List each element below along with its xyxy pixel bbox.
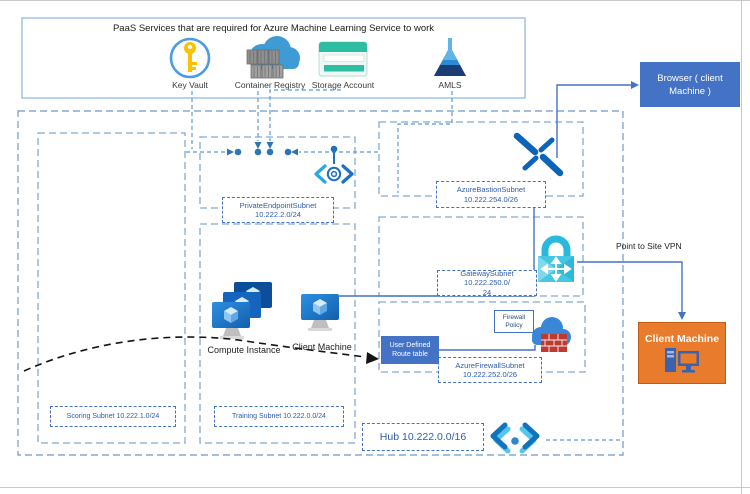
vpn-gateway-icon	[538, 235, 574, 282]
clientvm-to-bastion-line	[339, 190, 535, 297]
gateway-to-clientmachine-line	[577, 261, 683, 314]
hub-vnet-box	[17, 110, 624, 456]
amls-label: AMLS	[438, 80, 462, 90]
browser-label: Browser ( client Machine )	[657, 72, 723, 97]
private-endpoint-icon	[254, 148, 262, 156]
firewall-policy-box: Firewall Policy	[494, 310, 534, 333]
bastion-subnet-label: AzureBastionSubnet 10.222.254.0/26	[436, 181, 546, 208]
browser-client-machine-box: Browser ( client Machine )	[640, 62, 740, 107]
page-edge-right	[741, 0, 742, 494]
container-registry-label: Container Registry	[234, 80, 306, 90]
flow-arrowheads	[530, 81, 686, 320]
key-vault-label: Key Vault	[172, 80, 208, 90]
firewall-icon	[532, 317, 571, 352]
arrow-down-icon	[678, 312, 686, 320]
bastion-icon	[513, 132, 564, 177]
gateway-subnet-label: GatewaySubnet 10.222.250.0/ 24	[437, 268, 537, 297]
private-endpoint-icon	[234, 148, 242, 156]
client-machine-vm-icon	[301, 294, 339, 331]
arrow-right-icon	[631, 81, 639, 89]
bastion-to-browser-line	[556, 84, 632, 158]
training-subnet-box	[199, 223, 356, 444]
amls-icon	[434, 38, 466, 76]
key-vault-icon	[169, 37, 211, 79]
private-link-icon	[314, 145, 354, 184]
scoring-subnet-box	[37, 132, 186, 444]
udr-label: User Defined Route table	[389, 342, 431, 358]
firewall-subnet-label: AzureFirewallSubnet 10.222.252.0/26	[438, 357, 542, 383]
subnet-cidr: 24	[482, 287, 492, 297]
container-registry-icon	[246, 36, 300, 79]
client-machine-external-label: Client Machine	[644, 332, 720, 345]
compute-instance-label: Compute Instance	[207, 345, 281, 355]
page-edge-bottom	[0, 487, 750, 488]
traffic-route-curve	[23, 336, 366, 372]
arrow-right-icon	[227, 148, 234, 156]
arrow-down-icon	[254, 142, 262, 149]
storage-account-icon	[318, 41, 368, 77]
compute-instance-icon	[212, 282, 272, 339]
page-edge-top	[0, 0, 750, 1]
user-defined-route-table-box: User Defined Route table	[381, 336, 439, 364]
scoring-subnet-label: Scoring Subnet 10.222.1.0/24	[50, 406, 176, 427]
client-machine-vm-label: Client Machine	[292, 342, 352, 352]
storage-connector-line	[269, 89, 341, 141]
flow-lines	[339, 84, 683, 351]
private-endpoint-icon	[266, 148, 274, 156]
amls-connector-line	[397, 91, 453, 193]
monitor-front	[212, 302, 250, 339]
private-endpoint-icons	[227, 142, 298, 156]
arrow-down-icon	[266, 142, 274, 149]
paas-connector-lines	[186, 89, 620, 441]
vnet-peering-icon	[490, 422, 540, 454]
private-endpoint-subnet-label: PrivateEndpointSubnet 10.222.2.0/24	[222, 197, 334, 223]
firewall-policy-label: Firewall Policy	[502, 313, 526, 329]
subnet-name: GatewaySubnet 10.222.250.0/	[460, 268, 514, 288]
subnet-cidr: 10.222.252.0/26	[462, 370, 518, 379]
point-to-site-vpn-label: Point to Site VPN	[616, 241, 682, 251]
storage-account-label: Storage Account	[311, 80, 375, 90]
curve-arrowhead-icon	[366, 352, 379, 364]
paas-box-title: PaaS Services that are required for Azur…	[112, 23, 435, 34]
client-machine-external-box: Client Machine	[638, 322, 726, 384]
arrow-left-icon	[291, 148, 298, 156]
subnet-name: AzureBastionSubnet	[456, 185, 526, 194]
udr-to-firewall-line	[439, 345, 536, 351]
subnet-cidr: 10.222.2.0/24	[255, 210, 301, 219]
hub-vnet-label: Hub 10.222.0.0/16	[362, 423, 484, 451]
desktop-computer-icon	[665, 347, 699, 372]
subnet-name: AzureFirewallSubnet	[455, 360, 525, 370]
training-subnet-label: Training Subnet 10.222.0.0/24	[214, 406, 344, 427]
subnet-cidr: 10.222.254.0/26	[463, 194, 519, 204]
private-endpoint-icon	[284, 148, 292, 156]
subnet-name: PrivateEndpointSubnet	[239, 200, 317, 210]
